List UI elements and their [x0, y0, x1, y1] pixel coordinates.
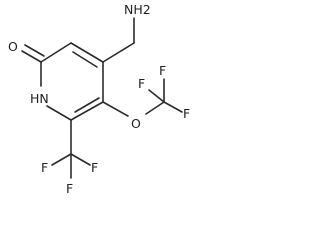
bond-cf3-f-right [163, 101, 183, 113]
atom-label-f-cf3-right: F [91, 160, 98, 175]
bond-c3-o [102, 101, 129, 117]
atom-label-f-ocf3-left: F [138, 76, 145, 91]
atom-label-f-cf3-left: F [41, 160, 48, 175]
bond-cf3b-f-left [51, 153, 72, 166]
bond-c6-o-a [21, 50, 42, 63]
atom-label-f-ocf3-right: F [183, 106, 190, 121]
atom-label-nh2: NH2 [124, 2, 151, 17]
atom-label-nh: HN [30, 91, 49, 106]
bond-c4-c5 [70, 42, 104, 63]
molecule-diagram: NH2 O HN O F F F F F F [8, 2, 190, 196]
atom-label-f-ocf3-top: F [159, 63, 166, 78]
bond-c2-c3 [70, 101, 104, 121]
bond-c6-o-b [24, 44, 45, 57]
atom-label-ether-o: O [131, 116, 141, 131]
bond-c5-c6 [40, 42, 72, 63]
bond-c4-ch2 [102, 42, 135, 63]
atom-label-f-cf3-bottom: F [66, 181, 73, 196]
bond-c4-c5-inner [72, 51, 98, 68]
bond-cf3b-f-right [70, 153, 91, 166]
bond-o-cf3 [145, 101, 165, 115]
bond-c2-c3-inner [74, 97, 100, 113]
structure-canvas: NH2 O HN O F F F F F F [8, 2, 191, 196]
bond-cf3-f-left [148, 89, 165, 103]
bond-n1-c2 [46, 105, 72, 121]
atom-label-oxo: O [8, 39, 18, 54]
